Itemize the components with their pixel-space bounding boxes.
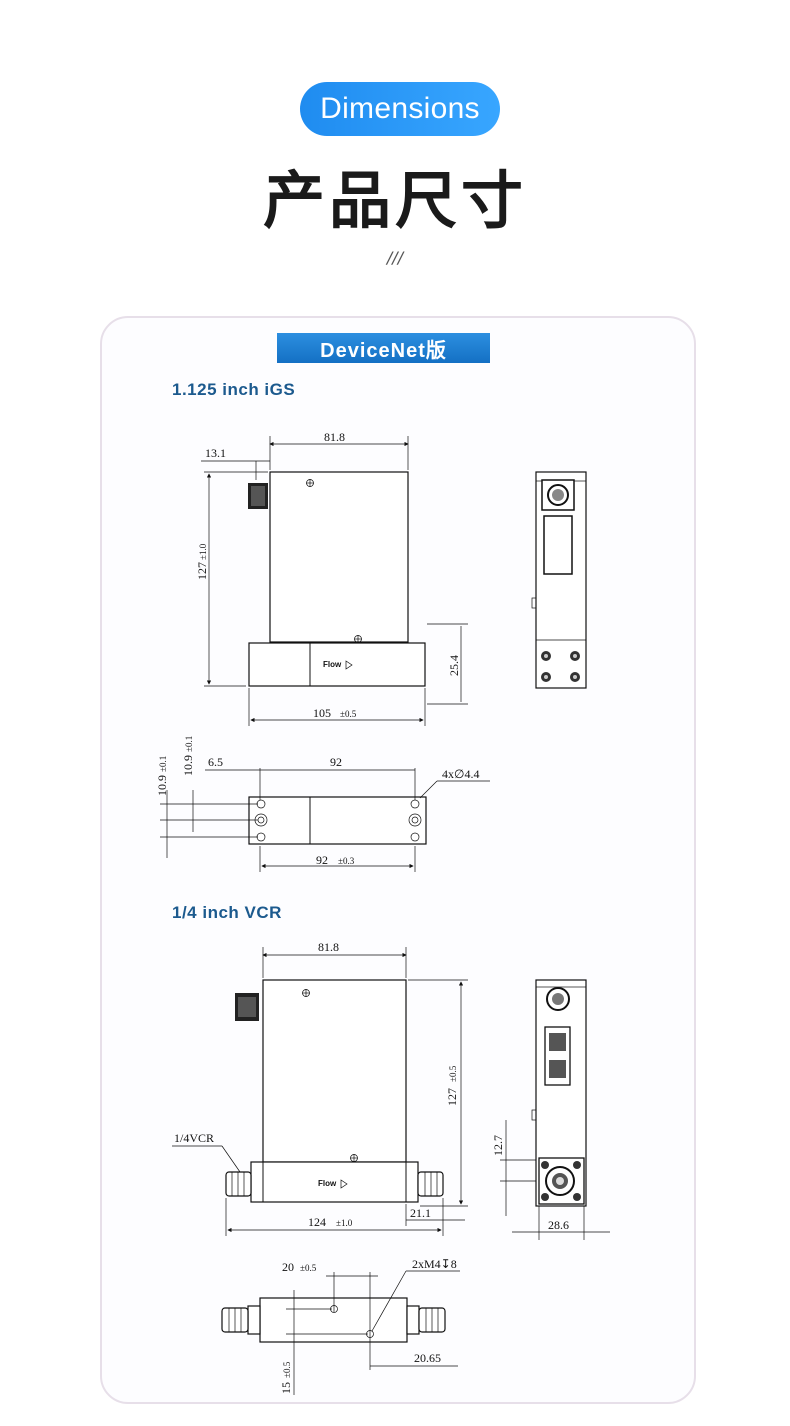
vcr-flow-label: Flow <box>318 1179 337 1188</box>
igs-base-height: 25.4 <box>447 655 461 676</box>
vcr-plan-right: 20.65 <box>414 1351 441 1365</box>
igs-top-width: 81.8 <box>324 430 345 444</box>
vcr-overall: 124 <box>308 1215 326 1229</box>
section-title-igs: 1.125 inch iGS <box>172 380 296 399</box>
igs-height: 127 <box>195 562 209 580</box>
igs-front-view: Flow 81.8 13.1 127 ±1.0 25.4 105 ±0.5 <box>195 430 468 726</box>
dimensions-pill: Dimensions <box>300 82 500 136</box>
igs-plan-v2-tol: ±0.1 <box>184 736 194 752</box>
vcr-side-width: 28.6 <box>548 1218 569 1232</box>
vcr-height-tol: ±0.5 <box>448 1065 458 1082</box>
igs-plan-holes: 4x∅4.4 <box>442 767 479 781</box>
igs-plan-span: 92 <box>330 755 342 769</box>
igs-plan-v2: 10.9 <box>181 755 195 776</box>
vcr-plan-offset-tol: ±0.5 <box>300 1263 317 1273</box>
vcr-front-view: Flow 81.8 127 ±0.5 1/4VCR 124 ±1.0 21.1 <box>172 940 468 1236</box>
igs-height-tol: ±1.0 <box>198 543 208 560</box>
vcr-height: 127 <box>445 1088 459 1106</box>
vcr-side-view: 12.7 28.6 <box>491 979 610 1240</box>
igs-plan-left: 6.5 <box>208 755 223 769</box>
vcr-side-height: 12.7 <box>491 1135 505 1156</box>
igs-plan-bottom-tol: ±0.3 <box>338 856 355 866</box>
devicenet-tab: DeviceNet版 <box>277 333 490 363</box>
vcr-plan-thread: 2xM4↧8 <box>412 1257 457 1271</box>
vcr-fitting: 1/4VCR <box>174 1131 214 1145</box>
igs-side-view <box>531 471 587 689</box>
vcr-plan-vertical-tol: ±0.5 <box>282 1361 292 1378</box>
igs-flow-label: Flow <box>323 660 342 669</box>
igs-plan-bottom: 92 <box>316 853 328 867</box>
section-title-vcr: 1/4 inch VCR <box>172 903 282 922</box>
vcr-plan-view: 20 ±0.5 2xM4↧8 20.65 15 ±0.5 <box>221 1257 460 1395</box>
vcr-right-offset: 21.1 <box>410 1206 431 1220</box>
title-divider: /// <box>386 248 404 267</box>
vcr-plan-offset: 20 <box>282 1260 294 1274</box>
page-title: 产品尺寸 <box>262 164 527 237</box>
vcr-top-width: 81.8 <box>318 940 339 954</box>
igs-plan-v1: 10.9 <box>155 775 169 796</box>
vcr-overall-tol: ±1.0 <box>336 1218 353 1228</box>
igs-plan-v1-tol: ±0.1 <box>158 756 168 772</box>
vcr-plan-vertical: 15 <box>279 1382 293 1394</box>
igs-plan-view: 6.5 92 4x∅4.4 92 ±0.3 10.9 ±0.1 10.9 ±0.… <box>155 736 490 872</box>
igs-base-width-tol: ±0.5 <box>340 709 357 719</box>
igs-base-width: 105 <box>313 706 331 720</box>
igs-left-offset: 13.1 <box>205 446 226 460</box>
